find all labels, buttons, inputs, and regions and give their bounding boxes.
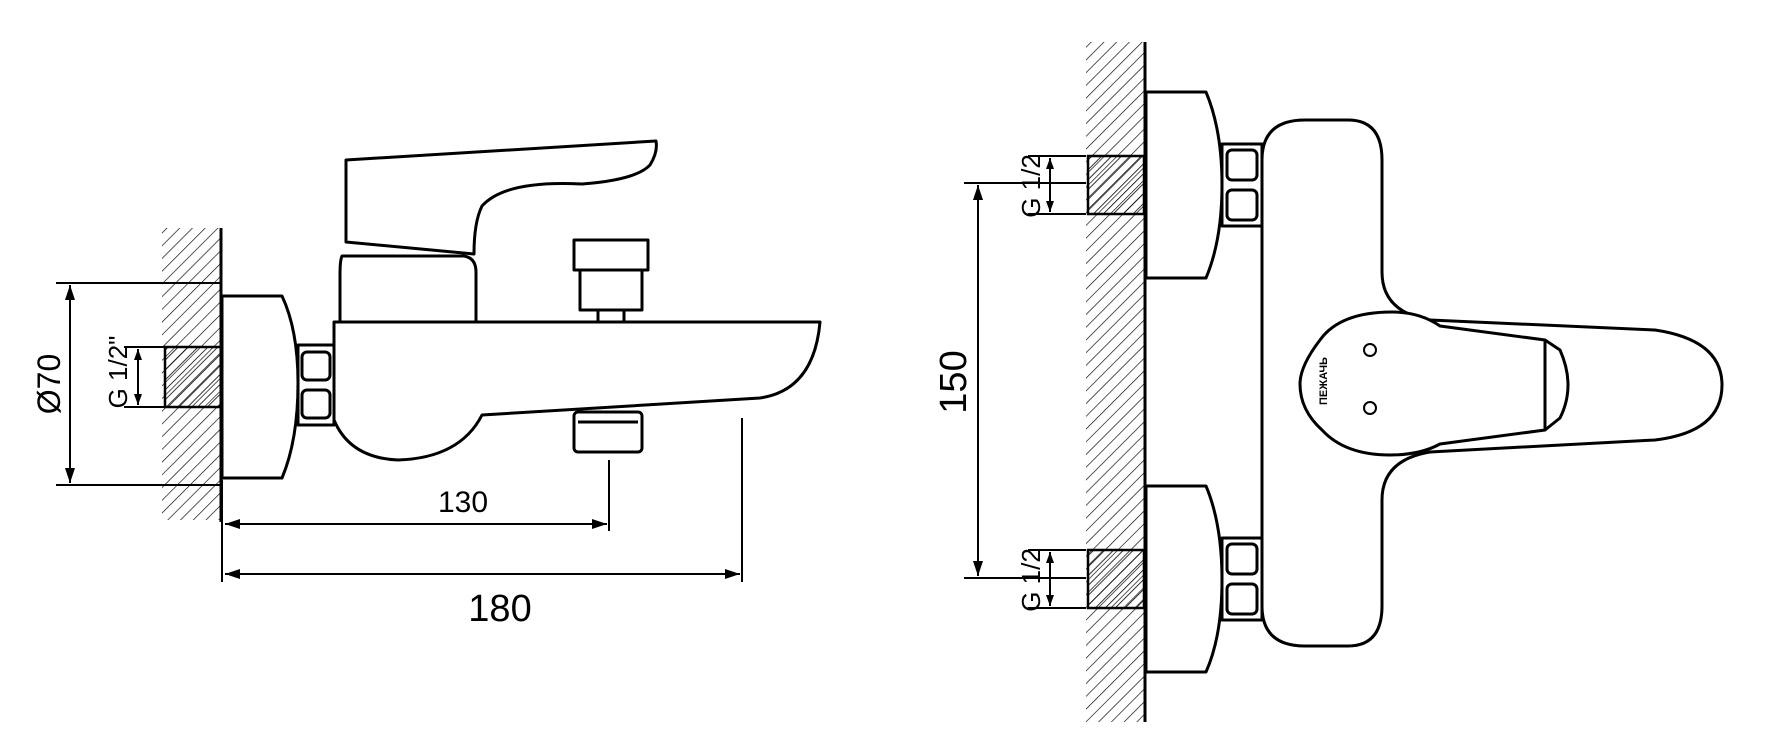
side-view: Ø70 G 1/2" 130 180 (31, 139, 822, 630)
thread-pipe-bottom (1086, 548, 1146, 610)
diverter-knob-outer (572, 238, 650, 272)
dim-150-group (964, 182, 1086, 579)
dim-130-group (225, 460, 610, 531)
hex-nut-side (296, 343, 336, 427)
dim-thread-side-label: G 1/2" (103, 336, 133, 409)
screw-bottom (1363, 401, 1377, 415)
lever-side (344, 139, 658, 256)
dim-diameter-label: Ø70 (31, 354, 67, 414)
dim-180-group (221, 418, 743, 582)
aerator-side (572, 410, 644, 454)
screw-top (1363, 343, 1377, 357)
thread-pipe-side (163, 345, 223, 409)
thread-pipe-top (1086, 154, 1146, 216)
dim-150-label: 150 (933, 350, 975, 413)
dim-thread-top-label: G 1/2 (1016, 154, 1046, 218)
cartridge-cap-side (338, 254, 478, 324)
dim-thread-top-group (1028, 155, 1086, 215)
wall-hatch-front (1086, 42, 1146, 722)
escutcheon-top (1144, 90, 1224, 280)
brand-logo-text: ПЕЖАЧЬ (1318, 357, 1330, 405)
front-view: ПЕЖАЧЬ 150 G 1/2 G 1/2 (933, 42, 1724, 722)
dim-thread-side-group (124, 346, 164, 408)
dim-diameter-group (56, 282, 222, 486)
dim-thread-bottom-label: G 1/2 (1016, 548, 1046, 612)
escutcheon-bottom (1144, 484, 1224, 674)
dim-thread-bottom-group (1028, 549, 1086, 609)
dim-130-label: 130 (438, 486, 488, 519)
dim-180-label: 180 (468, 588, 531, 630)
escutcheon-side (220, 294, 300, 480)
lever-tip-front (1543, 338, 1570, 432)
hex-nut-top (1220, 142, 1264, 228)
mixer-body-side (332, 320, 822, 462)
diverter-knob-stem (578, 268, 644, 312)
